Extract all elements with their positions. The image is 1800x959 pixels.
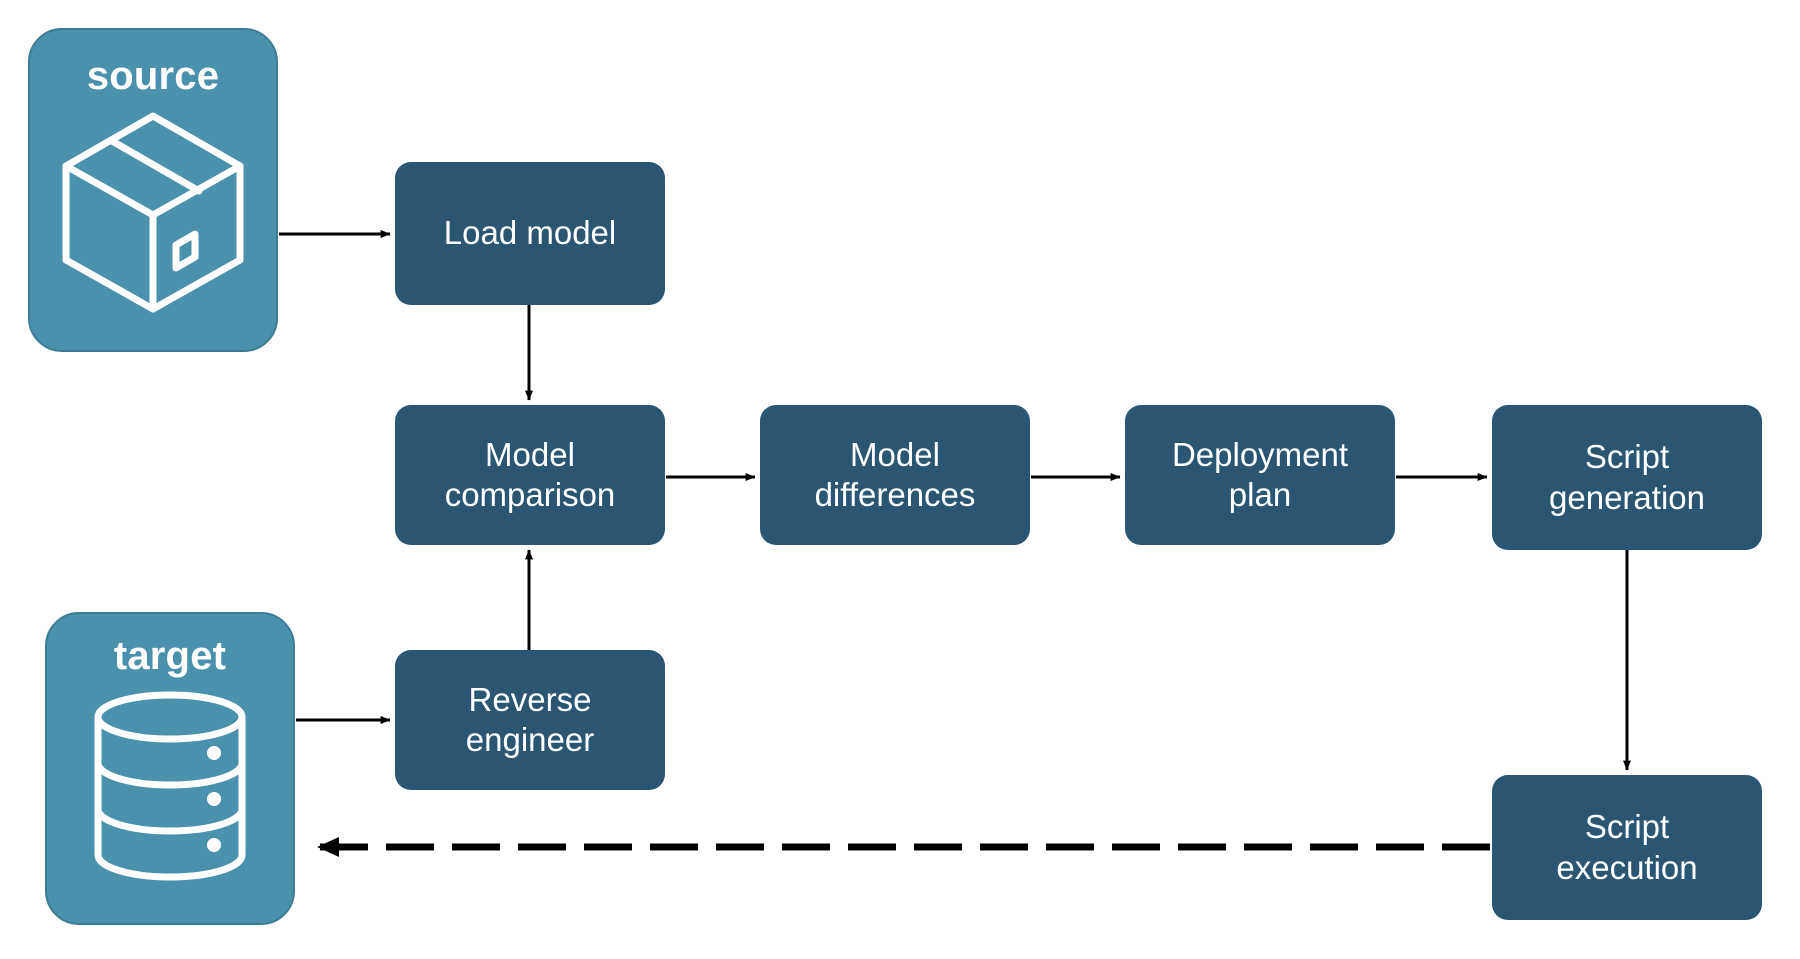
process-box-load-model[interactable]: Load model [395, 162, 665, 305]
process-box-deployment-plan[interactable]: Deployment plan [1125, 405, 1395, 545]
endpoint-label-target: target [113, 634, 227, 678]
process-box-reverse-engineer[interactable]: Reverse engineer [395, 650, 665, 790]
process-box-model-differences[interactable]: Model differences [760, 405, 1030, 545]
database-cylinder-icon [94, 691, 246, 881]
process-box-model-comparison[interactable]: Model comparison [395, 405, 665, 545]
endpoint-card-target[interactable]: target [45, 612, 295, 925]
package-box-icon [62, 112, 244, 313]
endpoint-label-source: source [86, 54, 220, 98]
process-box-script-generation[interactable]: Script generation [1492, 405, 1762, 550]
endpoint-card-source[interactable]: source [28, 28, 278, 352]
process-box-script-execution[interactable]: Script execution [1492, 775, 1762, 920]
